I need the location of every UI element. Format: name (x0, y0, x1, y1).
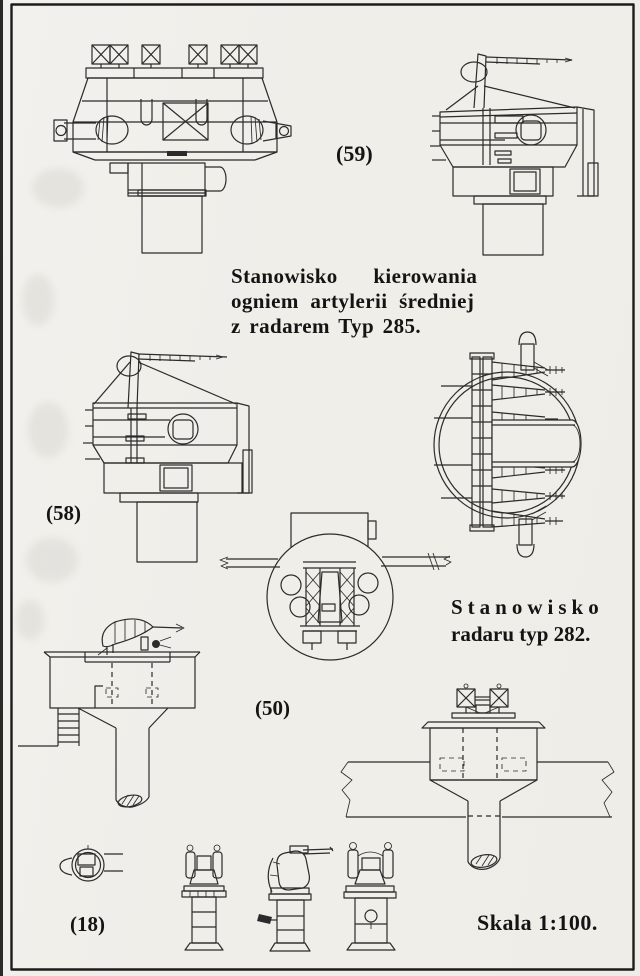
figure-director-285-front-view (53, 44, 292, 254)
scale-label: Skala 1:100. (477, 910, 598, 935)
figure-radar-282-front-view (219, 512, 452, 661)
figure-gun-mount-side-view (257, 845, 334, 952)
antenna-array-boxes (85, 44, 264, 79)
figure-label-58: (58) (46, 501, 81, 525)
figure-radar-282-front-elevation (340, 683, 615, 870)
figure-label-50: (50) (255, 696, 290, 720)
caption-radar-282-line2: radaru typ 282. (451, 622, 591, 646)
figure-label-59: (59) (336, 141, 373, 166)
caption-radar-282: Stanowisko radaru typ 282. (451, 594, 604, 648)
caption-radar-285: Stanowisko kierowania ogniem artylerii ś… (231, 264, 477, 339)
figure-director-285-side-view-upper (430, 53, 599, 256)
figure-gun-mount-rear-view (343, 842, 397, 951)
figure-radar-282-side-view (18, 618, 201, 808)
caption-radar-285-line2: ogniem artylerii średniej (231, 289, 475, 313)
figure-gun-mount-plan-view (59, 845, 123, 882)
figure-director-285-side-view-lower (83, 351, 253, 563)
figure-gun-mount-front-view (181, 844, 227, 951)
figure-director-285-plan-view (433, 331, 582, 558)
caption-radar-282-line1: Stanowisko (451, 595, 604, 619)
caption-radar-285-line3: z radarem Typ 285. (231, 314, 422, 338)
page-scan-edge (0, 0, 3, 976)
figure-label-18: (18) (70, 912, 105, 936)
bleed-through-ghosts (16, 168, 84, 640)
caption-radar-285-line1: Stanowisko kierowania (231, 264, 478, 288)
page-frame (10, 3, 635, 971)
